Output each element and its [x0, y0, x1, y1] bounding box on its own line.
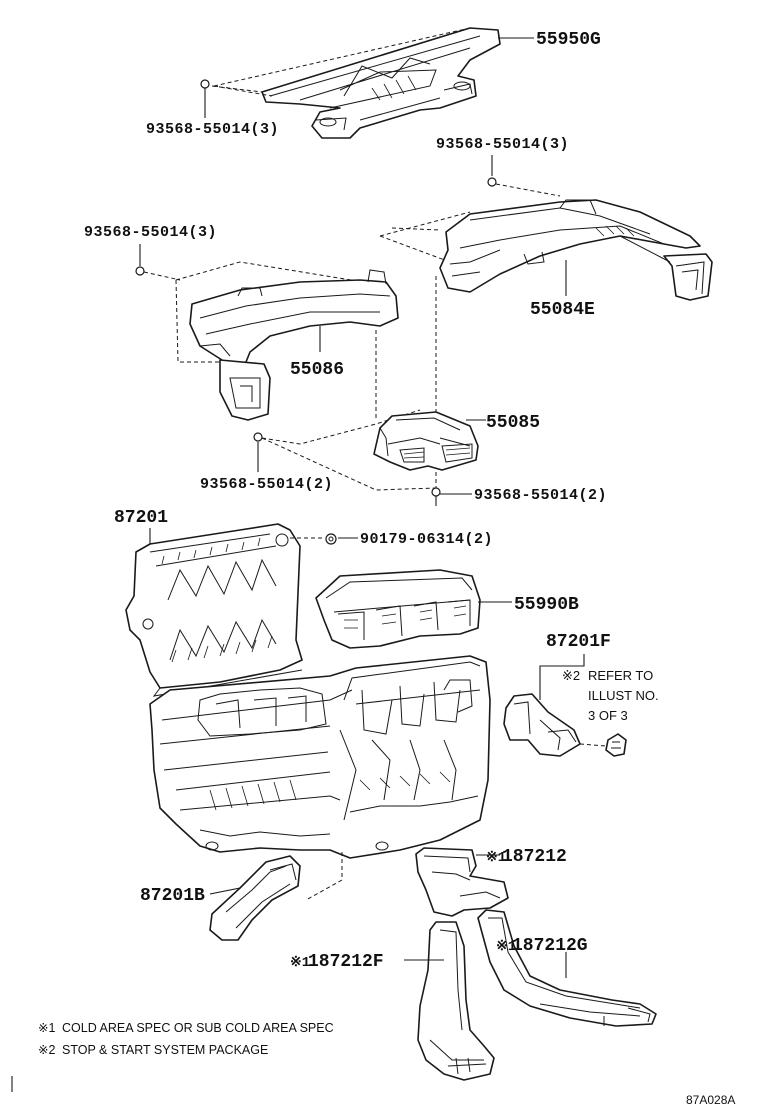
illustration-code: 87A028A	[686, 1093, 735, 1107]
label-bolt-top: 93568-55014(3)	[146, 121, 279, 138]
duct-55085	[373, 411, 479, 471]
label-clip: 90179-06314(2)	[360, 531, 493, 548]
clip-icon	[605, 733, 627, 757]
bolt-icon	[200, 79, 210, 104]
label-bolt-left: 93568-55014(3)	[84, 224, 217, 241]
bolt-icon	[135, 266, 145, 276]
duct-55084e	[439, 199, 713, 301]
duct-55990b	[315, 569, 481, 649]
footnote-1: COLD AREA SPEC OR SUB COLD AREA SPEC	[62, 1021, 334, 1035]
label-87201: 87201	[114, 508, 168, 528]
mark-note1: ※1	[290, 955, 310, 971]
label-55085: 55085	[486, 413, 540, 433]
bolt-icon	[431, 487, 441, 506]
label-187212: 187212	[502, 847, 567, 867]
duct-187212g	[477, 909, 657, 1027]
footnote-mark-2: ※2	[38, 1043, 55, 1057]
mark-note1: ※1	[486, 850, 506, 866]
heater-unit-87201	[125, 523, 491, 859]
refer-line3: 3 OF 3	[588, 708, 628, 723]
label-87201b: 87201B	[140, 886, 205, 906]
footnote-2: STOP & START SYSTEM PACKAGE	[62, 1043, 268, 1057]
duct-55086	[189, 269, 399, 421]
mark-note1: ※1	[496, 939, 516, 955]
label-55086: 55086	[290, 360, 344, 380]
footnote-mark-1: ※1	[38, 1021, 55, 1035]
bolt-icon	[487, 177, 497, 187]
part-87201f	[503, 693, 581, 757]
label-bolt-right: 93568-55014(3)	[436, 136, 569, 153]
refer-mark: ※2	[562, 668, 580, 683]
label-187212f: 187212F	[308, 952, 384, 972]
refer-line2: ILLUST NO.	[588, 688, 659, 703]
label-55950g: 55950G	[536, 30, 601, 50]
duct-187212f	[417, 921, 495, 1081]
duct-187212	[415, 847, 509, 917]
label-55990b: 55990B	[514, 595, 579, 615]
refer-line1: REFER TO	[588, 668, 653, 683]
duct-87201b	[209, 855, 301, 941]
clip-icon	[325, 533, 337, 545]
label-55084e: 55084E	[530, 300, 595, 320]
bolt-icon	[253, 432, 263, 442]
label-bolt-center-left: 93568-55014(2)	[200, 476, 333, 493]
label-bolt-center-right: 93568-55014(2)	[474, 487, 607, 504]
duct-55950g	[261, 27, 501, 139]
label-187212g: 187212G	[512, 936, 588, 956]
label-87201f: 87201F	[546, 632, 611, 652]
